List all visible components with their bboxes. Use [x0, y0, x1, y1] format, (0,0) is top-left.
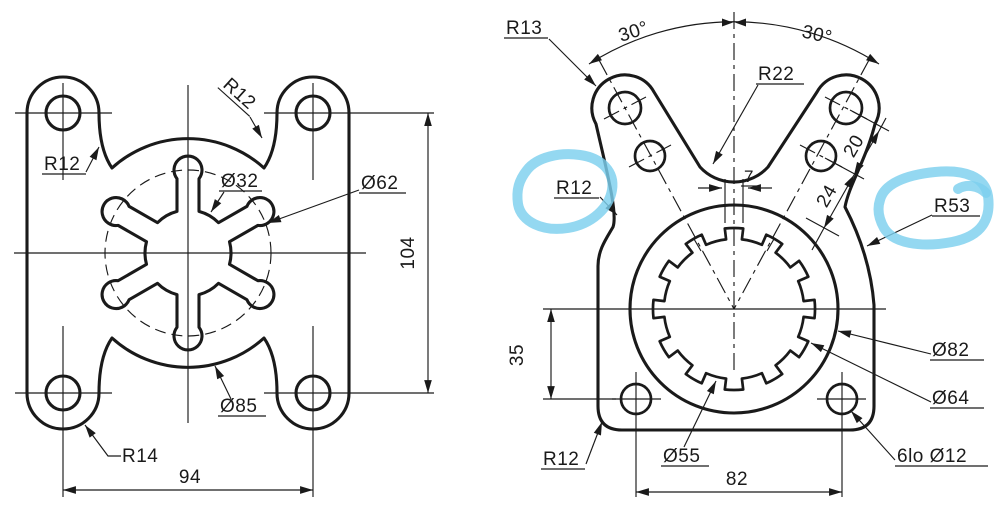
dim-height-group: 104 [398, 236, 419, 269]
arm-axis-centerline [598, 59, 735, 310]
label-r12-corner: R12 [543, 449, 579, 470]
angle-left-label: 30° [616, 17, 651, 46]
leader-arrow [267, 189, 360, 224]
spline-bore [651, 226, 817, 392]
leader-arrow [850, 410, 896, 461]
spline-mark [766, 238, 775, 252]
label-underline [217, 87, 251, 117]
angle-left-group: 30° [616, 17, 651, 46]
highlight-mark-r12 [512, 149, 618, 234]
leader-arrow [84, 424, 121, 457]
dim-24-label: 24 [813, 181, 842, 211]
dim-ext-line [824, 157, 865, 180]
label-d62: Ø62 [361, 173, 398, 194]
label-d64: Ø64 [932, 388, 969, 409]
right-part-outline [590, 73, 881, 432]
right-view: 30° 30° R13 R22 R12 R53 7 [504, 12, 988, 497]
apex-arrow [722, 18, 733, 27]
dim-82-label: 82 [726, 469, 748, 490]
highlight-mark-r53-hook [953, 180, 991, 198]
dim-line-20-24 [878, 117, 887, 132]
label-r13: R13 [506, 18, 542, 39]
angle-dim-arc [588, 21, 880, 65]
leader-arrow [548, 38, 597, 87]
left-view: 94 104 R12 R12 Ø32 Ø62 Ø85 R14 [14, 74, 434, 497]
label-r12-side: R12 [44, 154, 80, 175]
dim-ext-line [849, 109, 890, 132]
label-r12-notch: R12 [556, 178, 592, 199]
leader-arrow [683, 380, 717, 448]
leader-arrow [712, 84, 759, 165]
leader-arrow [837, 330, 932, 355]
label-holes-note: 6lo Ø12 [897, 446, 967, 467]
label-r12-fillet-group: R12 [217, 74, 260, 117]
dim-35-group: 35 [507, 344, 528, 366]
leader-arrow [810, 342, 932, 403]
dim-7-label: 7 [744, 167, 754, 186]
hole-centerline [628, 144, 672, 168]
label-r22: R22 [758, 64, 794, 85]
leader-arrow [249, 116, 263, 139]
arm-hole [828, 90, 864, 126]
leader-arrow [85, 146, 100, 173]
apex-arrow [735, 18, 746, 27]
dim-line-24 [823, 174, 855, 229]
hole-centerline [603, 96, 647, 120]
leader-arrow [214, 365, 232, 400]
dim-35-label: 35 [507, 344, 528, 366]
arm-axis-centerline [733, 59, 870, 310]
left-centerlines [14, 83, 434, 497]
dim-width-label: 94 [179, 467, 201, 488]
star-slot-cutout [100, 154, 276, 352]
label-r14: R14 [122, 446, 158, 467]
highlight-annotations [512, 149, 994, 250]
dim-line-20-24 [811, 227, 825, 251]
angle-right-group: 30° [800, 21, 834, 48]
dim-height-label: 104 [398, 236, 419, 269]
label-r53: R53 [934, 196, 970, 217]
dim-ext-line [805, 217, 840, 237]
dim-line-20 [853, 130, 880, 176]
label-d55: Ø55 [663, 446, 700, 467]
arm-hole [607, 90, 643, 126]
label-d85: Ø85 [220, 396, 257, 417]
label-d32: Ø32 [221, 171, 258, 192]
spline-mark [693, 238, 702, 252]
arm-hole [633, 139, 667, 173]
dim-24-group: 24 [813, 181, 842, 211]
highlight-mark-r53 [873, 166, 994, 250]
angle-right-label: 30° [800, 21, 834, 48]
arm-hole [804, 139, 838, 173]
label-d82: Ø82 [932, 340, 969, 361]
right-centerlines [584, 12, 886, 497]
leader-arrow [585, 421, 603, 465]
leader-arrow [210, 191, 225, 213]
left-dimensions: 94 104 R12 R12 Ø32 Ø62 Ø85 R14 [42, 74, 432, 494]
right-body-outline [590, 73, 881, 432]
leader-arrow [866, 214, 933, 247]
right-dimensions: 30° 30° R13 R22 R12 R53 7 [504, 17, 988, 496]
